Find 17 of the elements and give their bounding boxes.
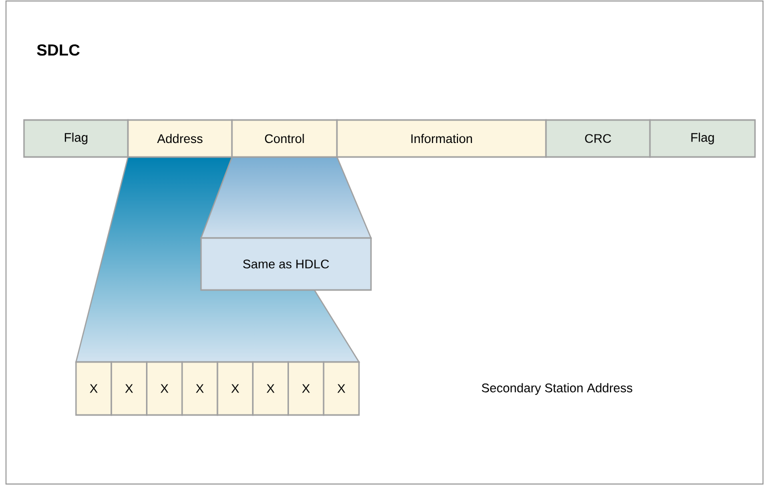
bit-cell: X [110,361,148,416]
bit-cell: X [288,361,324,416]
title: SDLC [37,44,80,56]
bit-cell: X [216,361,254,416]
frame-field: Flag [23,119,129,158]
bit-cell: X [252,361,289,416]
bit-cell: X [75,361,112,416]
bit-cell: X [322,361,360,416]
bit-cell: X [146,361,183,416]
frame-field: Information [336,119,547,158]
frame-field: CRC [545,119,651,158]
field-caption: Secondary Station Address [482,383,632,395]
frame-field: Flag [649,119,756,158]
description-box: Same as HDLC [200,237,372,291]
bit-cell: X [181,361,218,416]
frame-field: Control [231,119,338,158]
frame-field: Address [127,119,233,158]
